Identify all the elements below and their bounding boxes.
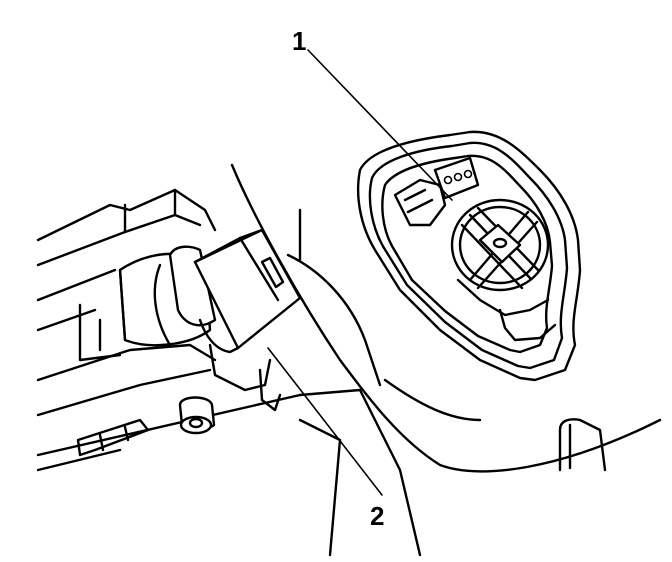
leader-line-1	[307, 49, 453, 201]
leader-lines	[267, 49, 453, 496]
sensor-cap-assembly	[356, 130, 582, 382]
leader-line-2	[267, 347, 383, 496]
callout-label-2: 2	[370, 501, 384, 531]
callout-labels: 1 2	[292, 26, 384, 531]
electrical-connector	[168, 228, 302, 354]
callout-label-1: 1	[292, 26, 306, 56]
